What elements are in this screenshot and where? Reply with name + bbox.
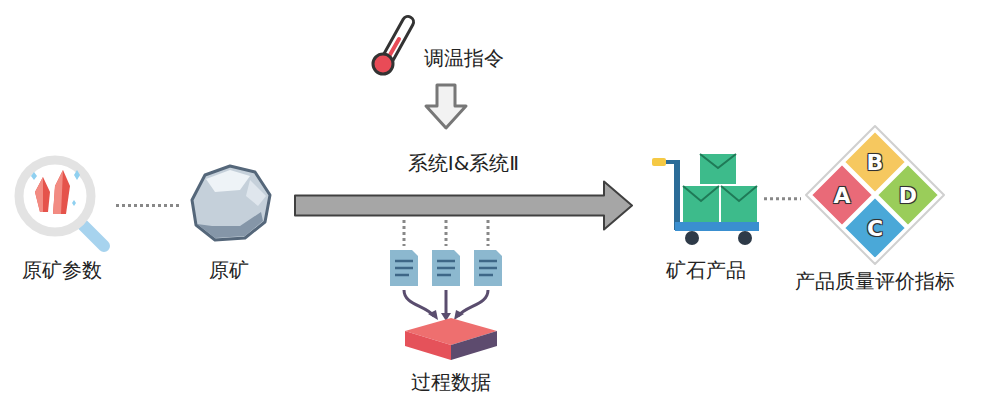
command-down-arrow bbox=[426, 85, 466, 128]
node-caption: 原矿 bbox=[209, 258, 249, 283]
product-cart-icon bbox=[685, 231, 699, 245]
document-flow-arrows bbox=[445, 290, 448, 316]
product-cart-icon bbox=[683, 186, 719, 222]
block-arrow bbox=[295, 182, 632, 230]
quality-index-node: 产品质量评价指标BADC bbox=[805, 125, 945, 265]
grade-diamond: B bbox=[842, 129, 908, 195]
product-cart-icon bbox=[721, 186, 757, 222]
dotted-link bbox=[116, 204, 181, 207]
grade-letter: D bbox=[875, 162, 941, 228]
temperature-command-node: 调温指令 bbox=[368, 12, 418, 74]
product-cart-icon bbox=[652, 158, 666, 166]
product-cart-icon bbox=[700, 154, 736, 184]
command-down-arrow bbox=[426, 85, 466, 128]
magnifier-icon bbox=[19, 160, 91, 232]
grade-diamond: A bbox=[809, 162, 875, 228]
magnifier-icon bbox=[74, 170, 80, 180]
magnifier-icon bbox=[53, 170, 63, 214]
ore-parameters-node: 原矿参数 bbox=[12, 158, 112, 253]
ore-node: 原矿 bbox=[185, 158, 273, 253]
thermometer-icon bbox=[373, 22, 408, 74]
edge-label: 系统Ⅰ&系统Ⅱ bbox=[405, 151, 522, 176]
document-icons bbox=[437, 267, 455, 270]
product-cart-icon bbox=[683, 186, 719, 201]
document-flow-arrows bbox=[458, 290, 488, 316]
magnifier-icon bbox=[19, 160, 104, 246]
document-flow-arrows bbox=[454, 310, 464, 320]
grade-diamond: D bbox=[875, 162, 941, 228]
node-caption: 调温指令 bbox=[424, 46, 504, 71]
document-icons bbox=[437, 274, 451, 277]
thermometer-icon bbox=[373, 54, 393, 74]
magnifier-icon bbox=[82, 224, 104, 246]
grade-letter: B bbox=[842, 129, 908, 195]
document-icons bbox=[390, 250, 502, 286]
diamond-frame bbox=[806, 126, 944, 264]
document-icons bbox=[432, 250, 460, 286]
magnifier-icon bbox=[72, 200, 76, 206]
document-icons bbox=[390, 250, 418, 286]
grade-letter: A bbox=[809, 162, 875, 228]
document-icons bbox=[479, 274, 493, 277]
document-icons bbox=[437, 260, 455, 263]
ore-product-node: 矿石产品 bbox=[652, 152, 760, 253]
magnifier-icon bbox=[35, 177, 43, 212]
product-cart-icon bbox=[700, 154, 736, 168]
grade-letter: C bbox=[842, 195, 908, 261]
document-flow-arrows bbox=[404, 290, 434, 316]
ore-rock-icon bbox=[206, 170, 250, 192]
ore-rock-icon bbox=[246, 180, 266, 206]
document-icons bbox=[474, 250, 502, 286]
document-flow-arrows bbox=[428, 310, 438, 320]
document-icons bbox=[479, 260, 497, 263]
product-cart-icon bbox=[721, 186, 757, 201]
node-caption: 原矿参数 bbox=[22, 258, 102, 283]
dotted-link bbox=[764, 197, 801, 200]
data-box-icon bbox=[405, 318, 497, 360]
grade-diamond: C bbox=[842, 195, 908, 261]
data-taps bbox=[403, 220, 406, 246]
data-taps bbox=[445, 220, 448, 246]
ore-rock-icon bbox=[192, 166, 270, 240]
data-box-icon bbox=[451, 331, 497, 360]
process-data-node: 过程数据 bbox=[405, 316, 497, 362]
ore-rock-icon bbox=[197, 212, 263, 238]
magnifier-icon bbox=[53, 170, 70, 214]
ore-rock-icon bbox=[192, 166, 270, 240]
document-icons bbox=[395, 274, 409, 277]
magnifier-icon bbox=[31, 172, 37, 180]
product-cart-icon bbox=[738, 231, 752, 245]
product-cart-icon bbox=[683, 154, 757, 201]
product-cart-icon bbox=[674, 160, 680, 230]
product-cart-icon bbox=[675, 222, 759, 231]
node-caption: 矿石产品 bbox=[666, 258, 746, 283]
data-taps bbox=[404, 220, 488, 246]
node-caption: 产品质量评价指标 bbox=[795, 269, 955, 294]
document-icons bbox=[395, 267, 413, 270]
document-icons bbox=[395, 261, 497, 275]
product-cart-icon bbox=[652, 154, 759, 245]
document-icons bbox=[479, 267, 497, 270]
node-caption: 过程数据 bbox=[411, 370, 491, 395]
document-icons bbox=[395, 260, 413, 263]
magnifier-icon bbox=[35, 177, 50, 212]
document-flow-arrows bbox=[404, 290, 488, 321]
data-taps bbox=[487, 220, 490, 246]
data-box-icon bbox=[405, 331, 451, 360]
